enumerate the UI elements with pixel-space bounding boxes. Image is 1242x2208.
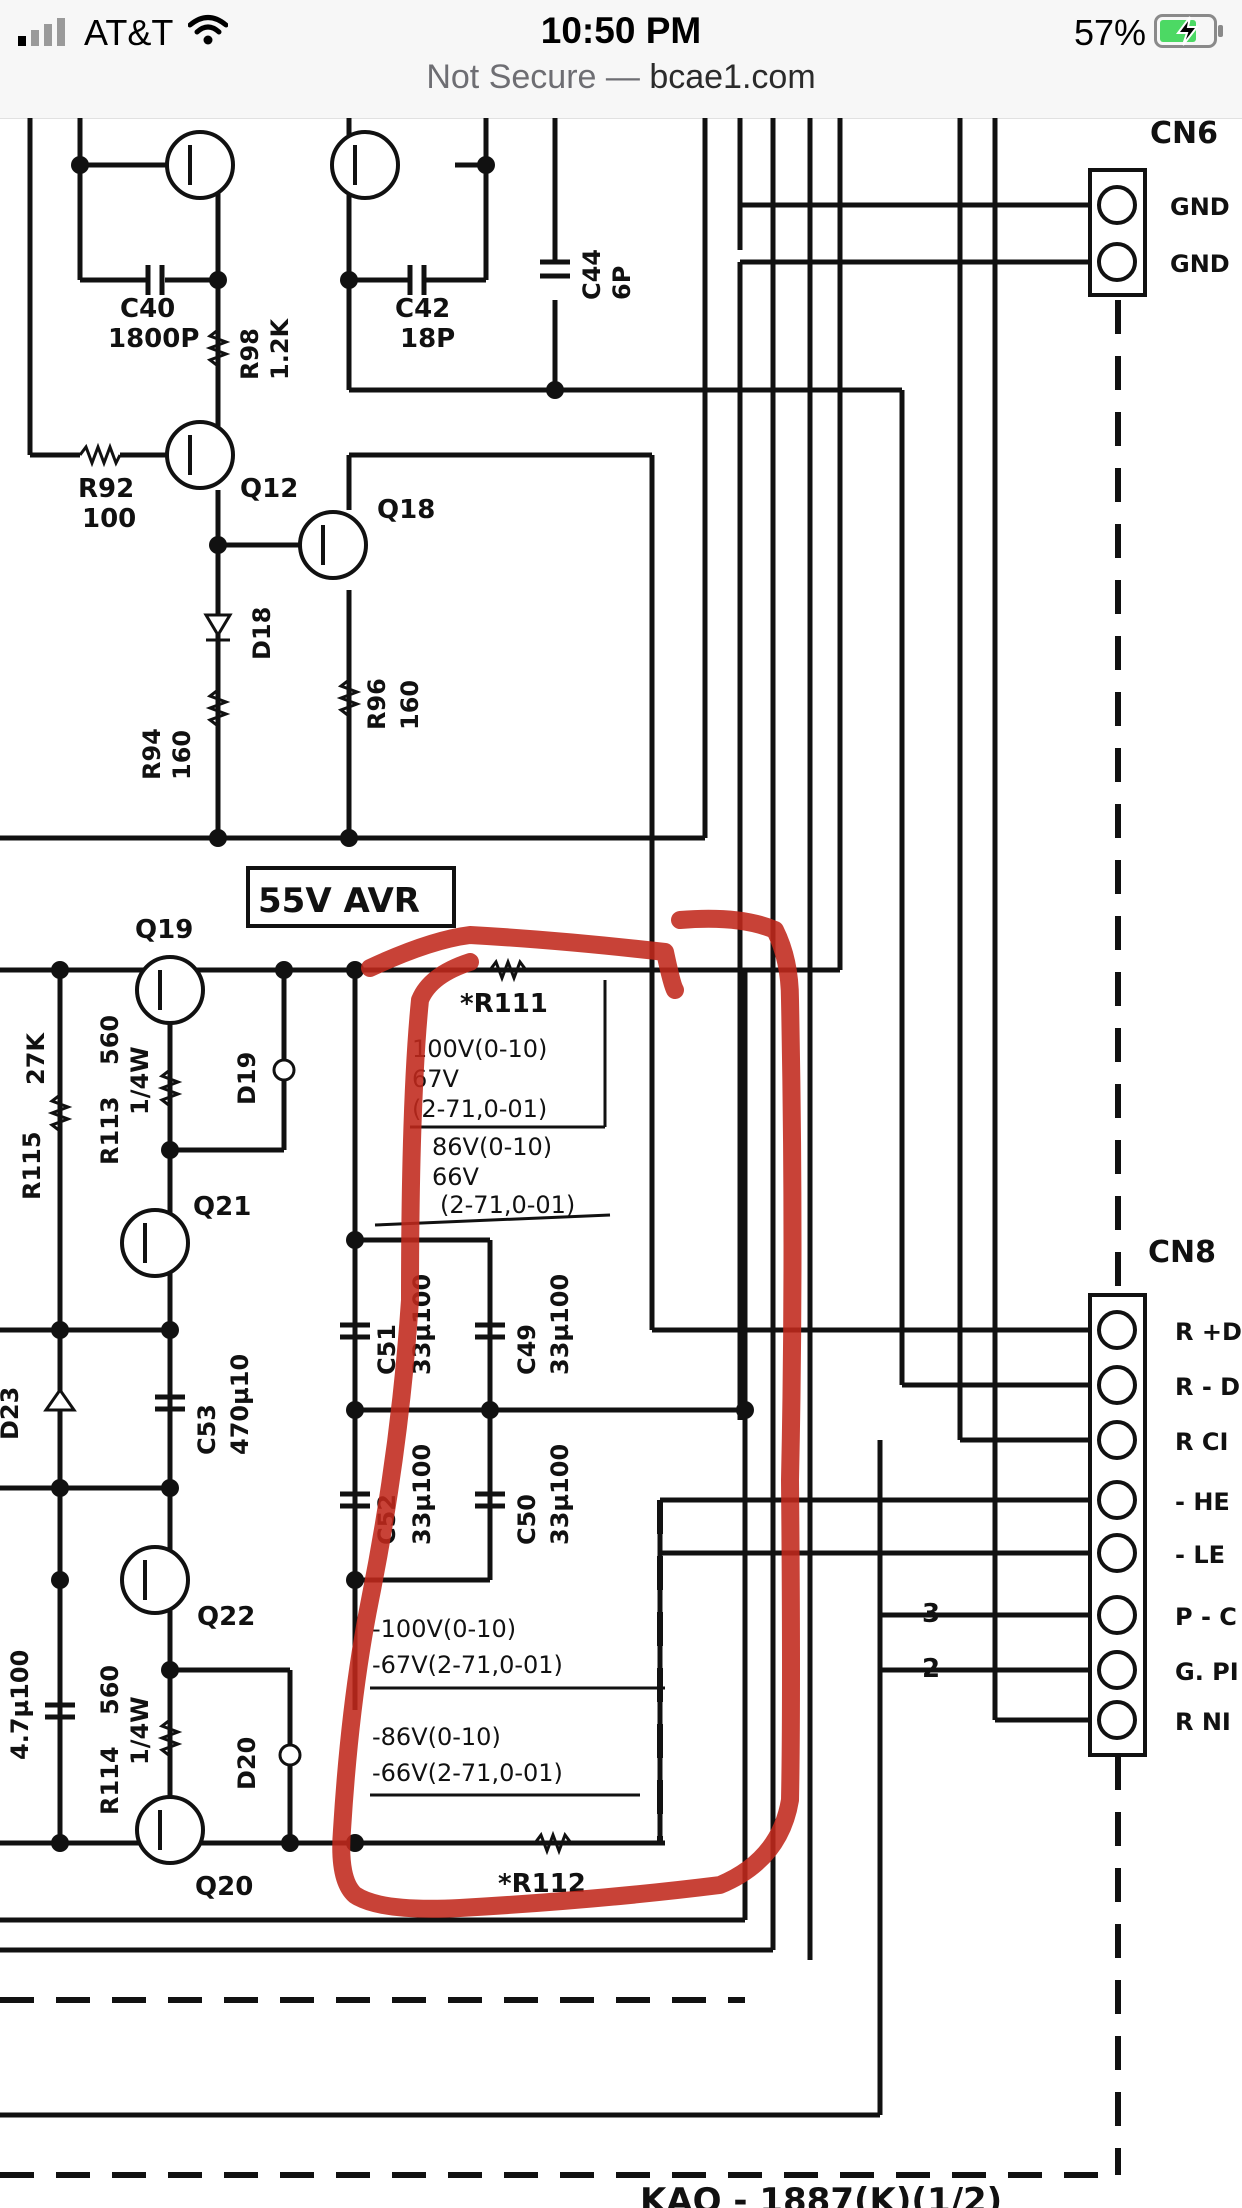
r92-value: 100 (82, 504, 136, 534)
cn6-label: CN6 (1150, 118, 1218, 151)
cn8-pin: P - C (1175, 1603, 1237, 1631)
r115-value: 27K (22, 1032, 50, 1085)
c53-label: C53 (193, 1404, 221, 1455)
r114-value: 560 (96, 1665, 124, 1715)
r114-label: R114 (96, 1746, 124, 1815)
q21-label: Q21 (193, 1192, 251, 1222)
c52-value: 33µ100 (408, 1444, 436, 1545)
note-bottom: -86V(0-10) (372, 1723, 501, 1751)
c53-value: 470µ10 (226, 1354, 254, 1455)
r96-label: R96 (363, 678, 391, 730)
c40-value: 1800P (108, 324, 199, 354)
d23-label: D23 (0, 1387, 24, 1440)
note-bottom: -67V(2-71,0-01) (372, 1651, 563, 1679)
cn8-pin: R - D (1175, 1373, 1240, 1401)
note-top: (2-71,0-01) (412, 1095, 547, 1123)
r113-value: 560 (96, 1015, 124, 1065)
note-top: 86V(0-10) (432, 1133, 552, 1161)
c44-value: 6P (608, 266, 636, 300)
r111-label: *R111 (460, 989, 548, 1019)
r114-watt: 1/4W (126, 1696, 154, 1765)
cn8-pin: - LE (1175, 1541, 1225, 1569)
c44-label: C44 (578, 249, 606, 300)
wifi-icon (188, 15, 228, 45)
r94-value: 160 (168, 730, 196, 780)
address-bar[interactable]: Not Secure — bcae1.com (0, 58, 1242, 97)
c50-label: C50 (513, 1494, 541, 1545)
carrier-label: AT&T (84, 12, 174, 53)
battery-charging-icon (1154, 14, 1223, 48)
red-highlight-annotation (332, 909, 802, 1918)
d18-label: D18 (248, 607, 276, 660)
d20-label: D20 (233, 1737, 261, 1790)
note-top: 100V(0-10) (412, 1035, 547, 1063)
r96-value: 160 (396, 680, 424, 730)
cn8-pin: R +D (1175, 1318, 1242, 1346)
r98-value: 1.2K (266, 317, 294, 380)
cellular-signal-icon (18, 18, 65, 46)
cn8-pin: R NI (1175, 1708, 1231, 1736)
c50-value: 33µ100 (546, 1444, 574, 1545)
cn8-label: CN8 (1148, 1235, 1216, 1270)
r98-label: R98 (236, 328, 264, 380)
c40-label: C40 (120, 294, 175, 324)
note-bottom: -66V(2-71,0-01) (372, 1759, 563, 1787)
r113-label: R113 (96, 1096, 124, 1165)
cn8-pin: - HE (1175, 1488, 1230, 1516)
note-top: (2-71,0-01) (440, 1191, 575, 1219)
schematic-image: CN6 GND GND CN8 R +D R - D R CI - HE - L… (0, 118, 1242, 2208)
r92-label: R92 (78, 474, 134, 504)
cn6-pin: GND (1170, 193, 1230, 221)
security-warning: Not Secure — (426, 58, 650, 96)
cn8-pin: G. PI (1175, 1658, 1239, 1686)
avr-label: 55V AVR (258, 881, 420, 921)
cn8-pin: R CI (1175, 1428, 1228, 1456)
battery-percent: 57% (1074, 12, 1147, 53)
q22-label: Q22 (197, 1602, 255, 1632)
tap-2-label: 2 (922, 1654, 940, 1684)
q18-label: Q18 (377, 495, 435, 525)
url-host: bcae1.com (649, 58, 816, 96)
d19-label: D19 (233, 1052, 261, 1105)
note-top: 66V (432, 1163, 480, 1191)
note-bottom: -100V(0-10) (372, 1615, 516, 1643)
c-small-value: 4.7µ100 (6, 1650, 34, 1760)
c49-label: C49 (513, 1324, 541, 1375)
q20-label: Q20 (195, 1872, 253, 1902)
q19-label: Q19 (135, 915, 193, 945)
c42-value: 18P (400, 324, 455, 354)
board-label: KAQ - 1887(K)(1/2) (640, 2181, 1002, 2208)
c49-value: 33µ100 (546, 1274, 574, 1375)
clock: 10:50 PM (540, 10, 702, 51)
tap-3-label: 3 (922, 1599, 940, 1629)
r94-label: R94 (138, 728, 166, 780)
r113-watt: 1/4W (126, 1046, 154, 1115)
ios-status-bar: AT&T 10:50 PM 57% Not Secure — bcae1.com (0, 0, 1242, 119)
q12-label: Q12 (240, 474, 298, 504)
cn6-pin: GND (1170, 250, 1230, 278)
c42-label: C42 (395, 294, 450, 324)
r115-label: R115 (18, 1131, 46, 1200)
